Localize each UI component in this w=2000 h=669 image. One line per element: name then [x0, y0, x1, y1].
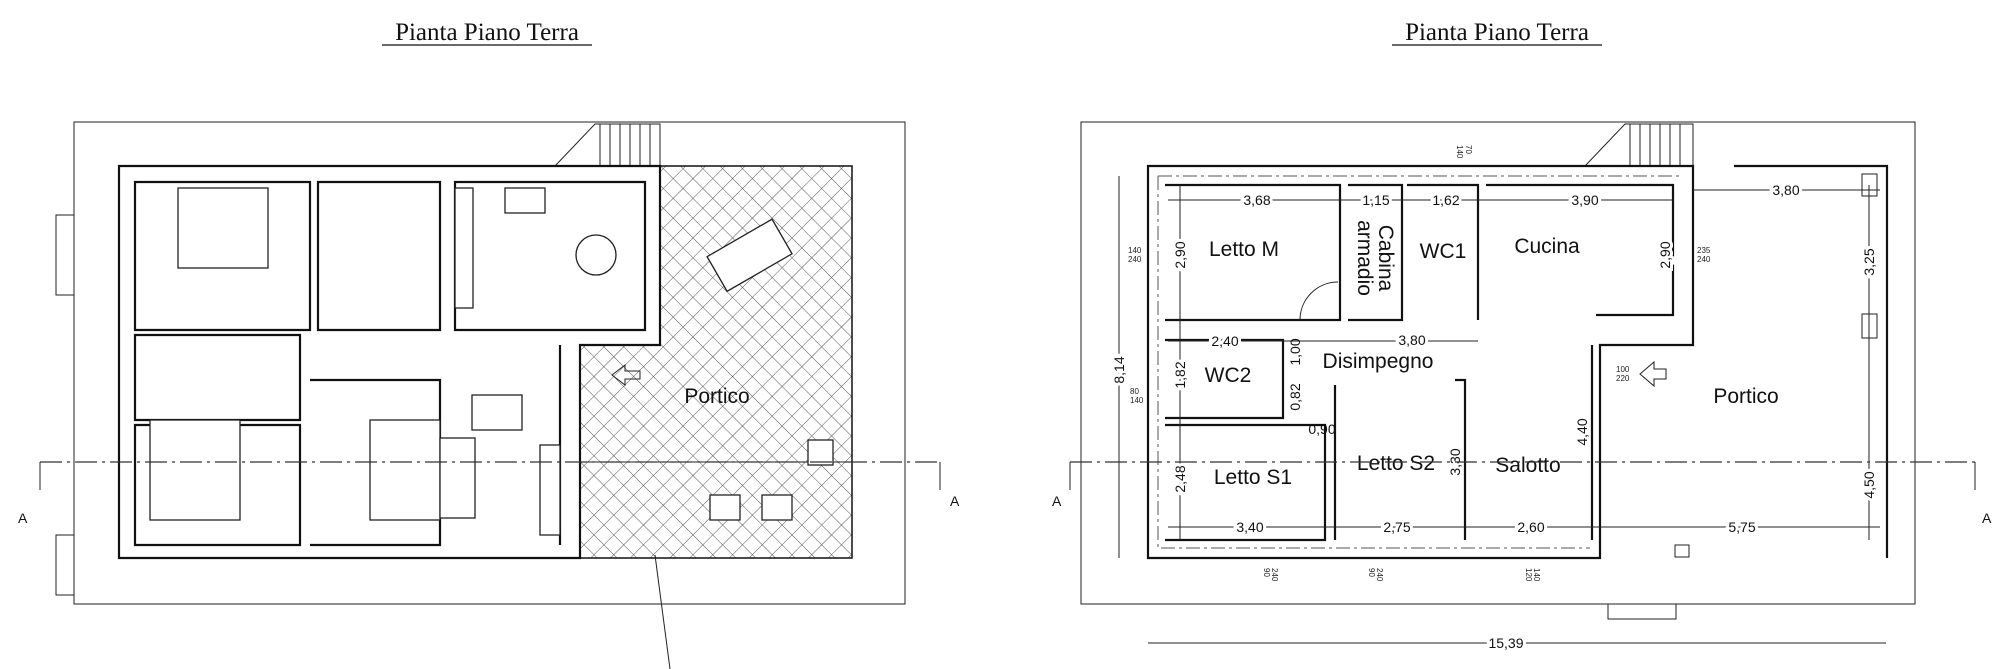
portico-chair [709, 494, 741, 521]
dim-label: 8,14 [1111, 356, 1127, 383]
left-outer-wall [117, 164, 662, 560]
dim-label: 3,25 [1861, 248, 1877, 275]
dim-label: 15,39 [1488, 635, 1523, 651]
dim-label: 3,80 [1772, 182, 1799, 198]
section-mark-a: A [1052, 493, 1062, 509]
tv-unit [539, 444, 561, 536]
double-bed [177, 187, 269, 269]
portico-wall [1734, 164, 1889, 558]
left-plan-title: Pianta Piano Terra [395, 19, 579, 46]
section-mark-a: A [18, 510, 28, 526]
portico-table [706, 218, 793, 293]
dim-label: 4,50 [1861, 471, 1877, 498]
opening-width: 140 [1128, 246, 1142, 255]
opening-height: 220 [1616, 374, 1630, 383]
room-label-wc2: WC2 [1205, 364, 1252, 387]
room-label-portico: Portico [684, 385, 749, 408]
opening-width: 80 [1130, 387, 1139, 396]
section-mark-a: A [950, 493, 960, 509]
right-outer-wall [1146, 164, 1695, 560]
opening-height: 240 [1375, 568, 1384, 582]
dim-label: 2,40 [1211, 333, 1238, 349]
dim-label: 1,62 [1432, 192, 1459, 208]
section-mark-a: A [1982, 510, 1992, 526]
room-label-cabina: Cabina [1374, 225, 1397, 292]
single-bed [369, 419, 441, 521]
left-stairs [554, 123, 661, 167]
portico-chair [761, 494, 793, 521]
right-lot-boundary [1080, 121, 1916, 605]
dim-label: 3,68 [1243, 192, 1270, 208]
left-lot-boundary [73, 121, 906, 605]
door-swing [1299, 281, 1339, 321]
dim-label: 2,75 [1383, 519, 1410, 535]
entry-arrow-icon [1639, 360, 1667, 388]
right-stairs [1584, 123, 1694, 167]
dim-label: 5,75 [1728, 519, 1755, 535]
opening-width: 235 [1697, 246, 1711, 255]
dim-label: 2,90 [1172, 241, 1188, 268]
single-bed [149, 419, 241, 521]
room-label-disimpegno: Disimpegno [1323, 350, 1434, 373]
room-label-letto-m: Letto M [1209, 238, 1279, 261]
room-label-salotto: Salotto [1495, 454, 1560, 477]
opening-height: 140 [1455, 145, 1464, 159]
kitchen-counter [454, 187, 474, 309]
opening-height: 240 [1697, 255, 1711, 264]
dim-label: 3,90 [1571, 192, 1598, 208]
sofa [439, 437, 476, 519]
room-label-letto-s2: Letto S2 [1357, 452, 1435, 475]
dim-label: 2,48 [1172, 465, 1188, 492]
dim-label: 1,82 [1172, 361, 1188, 388]
opening-width: 100 [1616, 365, 1630, 374]
entry-arrow-icon [611, 363, 641, 387]
right-plan: Pianta Piano Terra [1052, 19, 1992, 654]
opening-width: 70 [1464, 145, 1473, 154]
dim-label: 0,82 [1287, 383, 1303, 410]
dim-label: 2,60 [1517, 519, 1544, 535]
armchair [471, 394, 523, 431]
dim-label: 1,00 [1287, 338, 1303, 365]
dining-table [575, 234, 617, 276]
opening-height: 140 [1130, 396, 1144, 405]
dim-label: 4,40 [1574, 418, 1590, 445]
opening-height: 240 [1270, 568, 1279, 582]
opening-width: 90 [1262, 568, 1271, 577]
dim-label: 3,80 [1398, 332, 1425, 348]
stove [504, 187, 546, 214]
opening-width: 90 [1367, 568, 1376, 577]
opening-labels: 140 240 80 140 70 140 235 240 100 220 90… [1128, 145, 1711, 582]
room-label-cucina: Cucina [1514, 235, 1580, 258]
opening-height: 240 [1128, 255, 1142, 264]
room-label-wc1: WC1 [1420, 240, 1467, 263]
dim-label: 0,90 [1308, 421, 1335, 437]
left-side-element [55, 214, 75, 296]
dim-label: 2,90 [1657, 241, 1673, 268]
room-label-portico: Portico [1713, 385, 1778, 408]
right-plan-title: Pianta Piano Terra [1405, 19, 1589, 46]
opening-width: 120 [1524, 568, 1533, 582]
dim-label: 3,40 [1236, 519, 1263, 535]
dim-label: 1,15 [1362, 192, 1389, 208]
portico-chair [807, 439, 834, 466]
room-label-armadio: armadio [1353, 220, 1376, 296]
opening-height: 140 [1532, 568, 1541, 582]
left-side-element [55, 534, 75, 596]
left-plan: Pianta Piano Terra [18, 19, 960, 669]
leader-line [654, 554, 671, 669]
room-label-letto-s1: Letto S1 [1214, 466, 1292, 489]
dimension-labels: 3,68 1,15 1,62 3,90 3,80 2,40 3,80 3,40 … [1108, 179, 1880, 654]
